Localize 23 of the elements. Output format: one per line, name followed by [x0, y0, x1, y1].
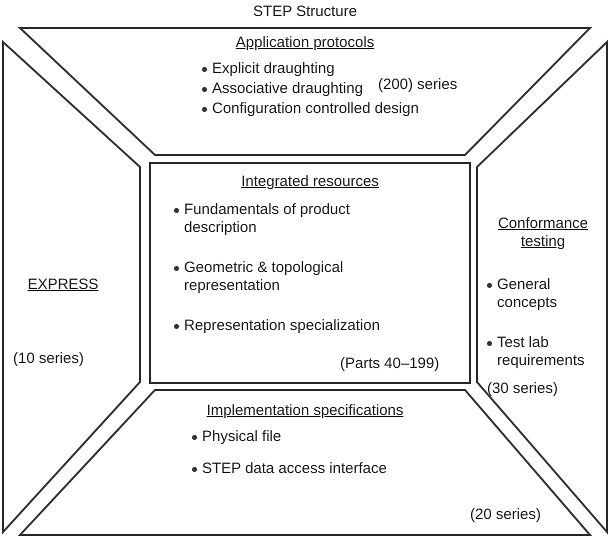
bullet-item: Fundamentals of product description — [172, 201, 392, 237]
series-note: (30 series) — [487, 380, 559, 398]
bullet-item: General concepts — [485, 276, 589, 312]
framed-panel — [150, 163, 470, 383]
panel-heading: Application protocols — [234, 34, 376, 52]
panel-heading: Implementation specifications — [206, 402, 404, 420]
panel-heading: Integrated resources — [240, 173, 380, 191]
bullet-item: Representation specialization — [172, 317, 452, 335]
panel-heading: Conformance testing — [496, 215, 590, 251]
bullet-item: Explicit draughting — [200, 60, 440, 78]
bullet-item: Physical file — [190, 428, 450, 446]
panel-heading: EXPRESS — [26, 276, 100, 294]
bullet-item: Geometric & topological representation — [172, 259, 392, 295]
series-note: (20 series) — [470, 506, 542, 524]
bullet-item: Test lab requirements — [485, 334, 597, 370]
series-note: (Parts 40–199) — [340, 355, 440, 373]
bullet-item: Configuration controlled design — [200, 100, 460, 118]
trapezoid-panel — [3, 42, 140, 532]
diagram-title: STEP Structure — [252, 3, 358, 20]
trapezoid-panel — [20, 28, 590, 155]
series-note: (200) series — [378, 76, 458, 94]
series-note: (10 series) — [13, 350, 85, 368]
bullet-item: STEP data access interface — [190, 460, 450, 478]
